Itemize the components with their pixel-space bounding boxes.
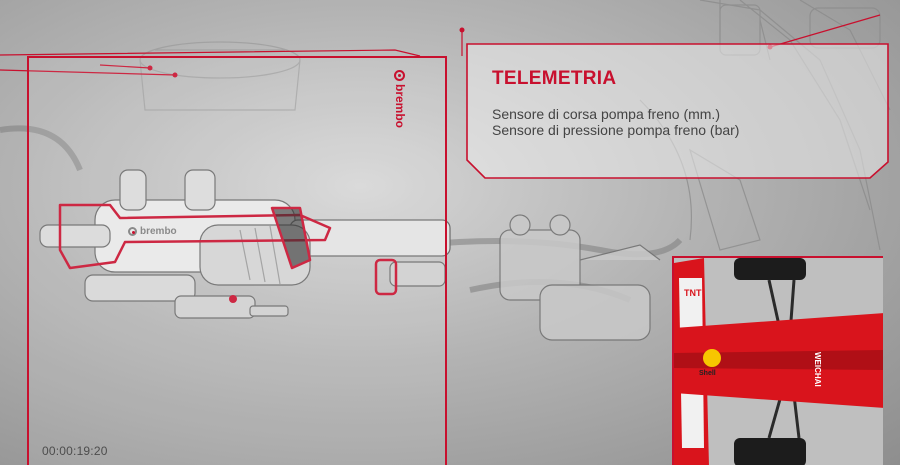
telemetry-panel-frame <box>466 43 889 179</box>
highlight-frame <box>27 56 447 465</box>
cylinder-brand-label: brembo <box>128 226 177 237</box>
video-timecode: 00:00:19:20 <box>42 444 108 458</box>
brembo-logo-text: brembo <box>393 84 407 129</box>
telemetry-line-stroke-sensor: Sensore di corsa pompa freno (mm.) <box>492 106 720 122</box>
car-inset-view: Shell WEICHAI TNT <box>672 256 883 465</box>
car-label-tnt: TNT <box>684 288 702 298</box>
brembo-mark-icon <box>128 227 137 236</box>
telemetry-panel: TELEMETRIA Sensore di corsa pompa freno … <box>465 42 890 180</box>
f1-car-top-view <box>674 258 883 465</box>
car-label-shell: Shell <box>699 370 716 377</box>
brembo-logo: brembo <box>393 70 407 130</box>
telemetry-title: TELEMETRIA <box>492 68 617 89</box>
telemetry-line-pressure-sensor: Sensore di pressione pompa freno (bar) <box>492 122 740 138</box>
cylinder-brand-text: brembo <box>140 226 177 237</box>
brembo-logo-icon <box>394 70 406 81</box>
car-label-weichai: WEICHAI <box>813 352 822 387</box>
